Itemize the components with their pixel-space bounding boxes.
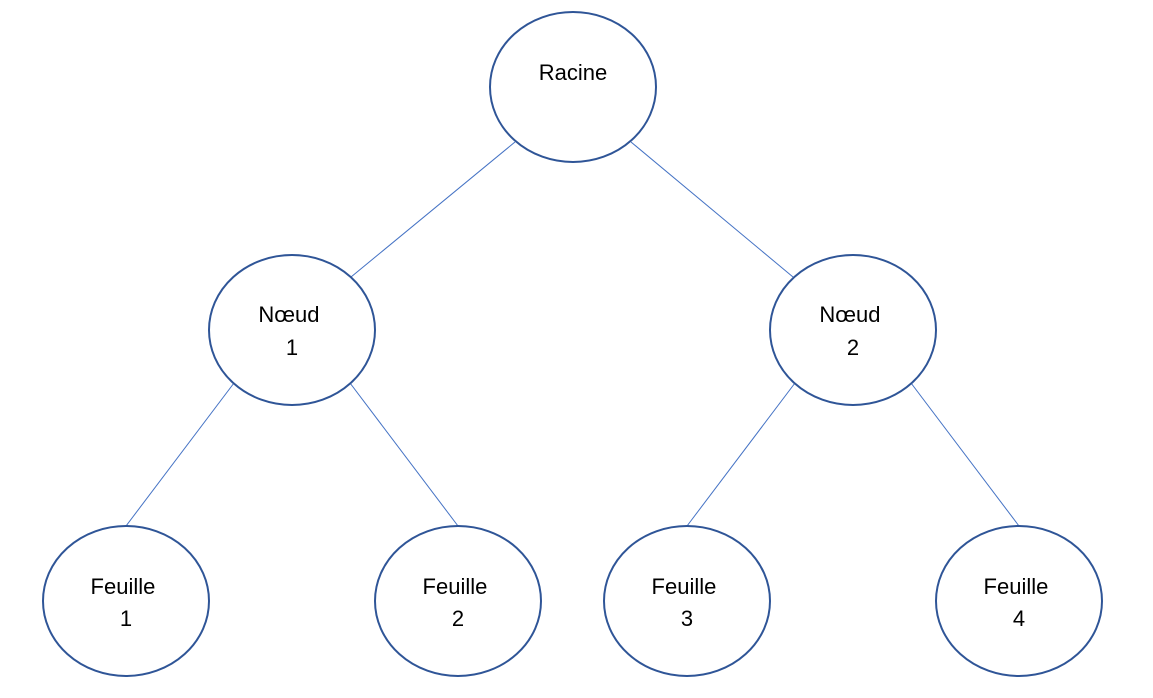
edge-root-n2 bbox=[630, 141, 794, 278]
edge-n2-f4 bbox=[910, 382, 1020, 527]
edge-root-n1 bbox=[350, 141, 516, 278]
svg-text:Nœud 2: Nœud 2 bbox=[819, 302, 886, 360]
edge-n2-f3 bbox=[686, 382, 796, 527]
node-f4-label-line1: Feuille bbox=[984, 574, 1049, 599]
node-root-shape bbox=[489, 11, 657, 163]
svg-text:Racine: Racine bbox=[539, 60, 607, 85]
node-n1-label-line1: Nœud bbox=[258, 302, 319, 327]
node-f4-shape bbox=[935, 525, 1103, 677]
node-f1-shape bbox=[42, 525, 210, 677]
node-f2-label-line2: 2 bbox=[452, 606, 464, 631]
node-n2: Nœud 2 bbox=[769, 254, 937, 406]
node-n1-label-line2: 1 bbox=[286, 335, 298, 360]
node-f1-label-line2: 1 bbox=[120, 606, 132, 631]
node-n2-shape bbox=[769, 254, 937, 406]
node-f4-label-line2: 4 bbox=[1013, 606, 1025, 631]
edge-n1-f1 bbox=[125, 382, 235, 527]
svg-text:Feuille 4: Feuille 4 bbox=[984, 574, 1055, 631]
node-f3: Feuille 3 bbox=[603, 525, 771, 677]
node-f1-label-line1: Feuille bbox=[91, 574, 156, 599]
node-n2-label-line2: 2 bbox=[847, 335, 859, 360]
node-n2-label-line1: Nœud bbox=[819, 302, 880, 327]
node-f4: Feuille 4 bbox=[935, 525, 1103, 677]
node-root: Racine bbox=[489, 11, 657, 163]
node-root-label: Racine bbox=[539, 60, 607, 85]
svg-text:Feuille 2: Feuille 2 bbox=[423, 574, 494, 631]
node-f3-label-line1: Feuille bbox=[652, 574, 717, 599]
svg-text:Nœud 1: Nœud 1 bbox=[258, 302, 325, 360]
node-n1-shape bbox=[208, 254, 376, 406]
node-f3-shape bbox=[603, 525, 771, 677]
svg-text:Feuille 1: Feuille 1 bbox=[91, 574, 162, 631]
node-f2-label-line1: Feuille bbox=[423, 574, 488, 599]
node-n1: Nœud 1 bbox=[208, 254, 376, 406]
node-f2-shape bbox=[374, 525, 542, 677]
node-f1: Feuille 1 bbox=[42, 525, 210, 677]
svg-text:Feuille 3: Feuille 3 bbox=[652, 574, 723, 631]
edge-n1-f2 bbox=[349, 382, 459, 527]
node-f3-label-line2: 3 bbox=[681, 606, 693, 631]
node-f2: Feuille 2 bbox=[374, 525, 542, 677]
